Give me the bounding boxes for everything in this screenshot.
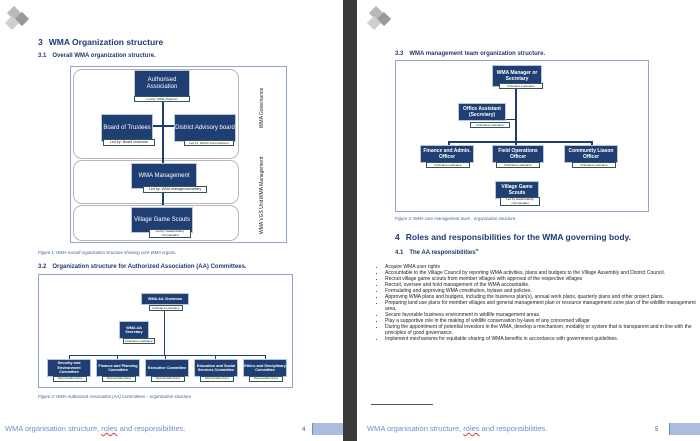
field-operations-officer-box: Field Operations Officer — [492, 145, 544, 163]
list-item: Recruit, oversee and hold management of … — [385, 282, 699, 288]
aa-secretary-name: Firstname Lastname — [123, 338, 155, 344]
village-game-scouts-leader: Led by leader/elderly commandant — [500, 197, 540, 206]
footnote-rule — [371, 404, 433, 405]
committee-education: Education and Social Services Committee — [194, 359, 238, 377]
wma-manager-name: Firstname Lastname — [499, 83, 543, 89]
district-advisory-board-box: District Advisory board — [174, 114, 236, 142]
list-item: Formulating and approving WMA constituti… — [385, 288, 699, 294]
committee-executive-rep: Representative Name — [151, 376, 185, 382]
committee-security-rep: Representative Name — [53, 376, 87, 382]
list-item: Recruit village game scouts from member … — [385, 276, 699, 282]
page-4-footer-bar — [313, 423, 343, 435]
wma-management-box: WMA Management — [131, 163, 197, 189]
logo-icon — [4, 5, 35, 31]
community-liason-officer-box: Community Liason Officer — [564, 145, 618, 163]
finance-admin-officer-name: Firstname Lastname — [426, 162, 470, 168]
wma-management-leader: Led by: WMA manager/secretary — [143, 186, 207, 193]
logo-icon — [366, 5, 397, 31]
finance-admin-officer-box: Finance and Admin. Officer — [420, 145, 474, 163]
district-advisory-leader: Led by: District Commissioner — [184, 140, 234, 146]
management-band — [73, 160, 239, 204]
authorised-association-box: Authorised Association — [134, 70, 190, 98]
aa-responsibilities-list: Acquire WMA user rights Accountable to t… — [371, 264, 699, 342]
band-label-vgs: WMA VGS Unit — [259, 199, 265, 234]
list-item: Play a supportive role in the making of … — [385, 318, 699, 324]
board-leader: Led by: Board chairman — [103, 139, 155, 146]
aa-chairman-name: Firstname Lastname — [149, 305, 183, 311]
community-liason-officer-name: Firstname Lastname — [572, 162, 616, 168]
page-5-footer-bar — [670, 423, 700, 435]
governance-band — [73, 69, 239, 159]
band-label-management: WMA Management — [259, 156, 265, 200]
page-5-number: 5 — [655, 427, 659, 433]
vgs-band — [73, 205, 239, 241]
committee-education-rep: Representative Name — [200, 376, 234, 382]
list-item: Preparing land use plans for member vill… — [385, 300, 699, 312]
page-4-number: 4 — [302, 427, 306, 433]
committee-finance: Finance and Planning Committee — [96, 359, 140, 377]
aa-secretary-box: WMA AA Secretary — [119, 321, 149, 339]
aa-chairman-box: WMA AA Chairman — [141, 293, 189, 305]
wma-manager-box: WMA Manager or Secretary — [492, 65, 542, 87]
list-item: Implement mechanisms for equitable shari… — [385, 336, 699, 342]
list-item: Secure favorable business environment in… — [385, 312, 699, 318]
list-item: Accountable to the Village Council by re… — [385, 270, 699, 276]
list-item: During the appointment of potential inve… — [385, 324, 699, 336]
page-4-footer: WMA organisation structure, roles and re… — [5, 424, 186, 433]
figure-2-caption: Figure 2: WMA Authorized Association (AA… — [38, 394, 192, 399]
figure-1-caption: Figure 1: WMA overall organization struc… — [38, 250, 177, 255]
list-item: Acquire WMA user rights — [385, 264, 699, 270]
office-assistant-box: Office Assistant (Secretary) — [458, 103, 506, 121]
office-assistant-name: Firstname Lastname — [470, 122, 510, 128]
committee-ethics: Ethics and Disciplinary Committee — [243, 359, 287, 377]
committee-finance-rep: Representative Name — [102, 376, 136, 382]
page-5-footer: WMA organisation structure, roles and re… — [367, 424, 548, 433]
figure-3-caption: Figure 3: WMA core management team - org… — [395, 216, 517, 221]
field-operations-officer-name: Firstname Lastname — [496, 162, 540, 168]
board-of-trustees-box: Board of Trustees — [101, 114, 153, 142]
figure-2: WMA AA Chairman Firstname Lastname WMA A… — [38, 274, 293, 388]
list-item: Approving WMA plans and budgets, includi… — [385, 294, 699, 300]
figure-1: WMA Governance WMA Management WMA VGS Un… — [70, 66, 287, 243]
authorised-association-leader: Led by: WMA chairman — [134, 96, 190, 102]
committee-ethics-rep: Representative Name — [249, 376, 283, 382]
committee-security: Security and Environment Committee — [47, 359, 91, 377]
committee-executive: Executive Committee — [145, 359, 189, 377]
village-game-scouts-leader: Led by: leader/elderly commandant — [149, 229, 191, 238]
figure-3: WMA Manager or Secretary Firstname Lastn… — [395, 60, 649, 212]
band-label-governance: WMA Governance — [259, 87, 265, 129]
